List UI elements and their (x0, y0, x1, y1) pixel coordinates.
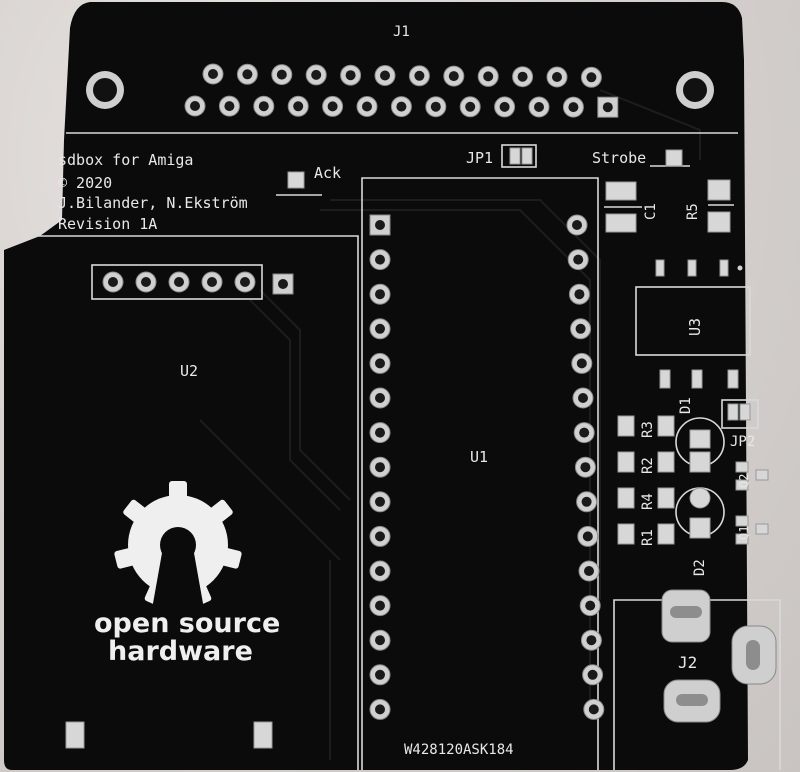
j1-pad-hole (224, 101, 235, 112)
u2-pad-hole (240, 277, 250, 287)
mounting-holes (86, 71, 714, 109)
j1-pad-hole (483, 71, 494, 82)
j1-pad-hole (602, 102, 613, 113)
u1-pad-hole (375, 669, 385, 680)
u1-pad-hole (588, 704, 599, 715)
j1-label: J1 (393, 24, 410, 40)
smd-pads (65, 147, 769, 749)
u1-pad-hole (375, 323, 385, 334)
u1-pad-hole (575, 323, 586, 334)
u1-pad-hole (375, 393, 385, 403)
j1-pad-hole (448, 71, 459, 82)
gear-keyhole-icon (114, 481, 242, 609)
j1-pad-hole (517, 71, 528, 82)
j1-pad-hole (345, 70, 356, 81)
u1-pad-hole (375, 635, 385, 646)
u1-pad-hole (586, 635, 597, 646)
u1-pad-hole (582, 531, 593, 542)
silkscreen-text: J1 JP1 Ack Strobe sdbox for Amiga © 2020… (58, 24, 755, 758)
u1-pad-hole (375, 254, 385, 265)
j1-pad-hole (499, 101, 510, 112)
u1-pad-hole (375, 358, 385, 369)
u1-pad-hole (587, 669, 598, 680)
strobe-label: Strobe (592, 149, 646, 167)
r1-label: R1 (640, 529, 656, 546)
j1-pad-hole (396, 101, 407, 112)
r4-label: R4 (640, 493, 656, 510)
u1-pad-hole (375, 600, 385, 611)
jp2-label: JP2 (730, 434, 755, 450)
u1-pad-hole (581, 496, 592, 507)
u2-pad-hole (108, 277, 118, 287)
u1-pad-hole (375, 531, 385, 542)
j2-label: J2 (678, 653, 697, 672)
r2-label: R2 (640, 457, 656, 474)
info-line-3: J.Bilander, N.Ekström (58, 194, 248, 212)
u1-pad-hole (579, 427, 590, 438)
j1-pad-hole (465, 101, 476, 112)
j1-pad-hole (327, 101, 338, 112)
u1-pad-hole (375, 704, 385, 715)
j1-pad-hole (362, 101, 372, 112)
u2-pad-hole (141, 277, 151, 287)
j1-pad-hole (414, 70, 425, 81)
ack-label: Ack (314, 164, 341, 182)
u1-pad-hole (576, 358, 587, 369)
d2-label: D2 (692, 559, 708, 576)
oshw-line-2: hardware (108, 636, 253, 667)
j1-pad-hole (534, 102, 544, 112)
u1-pad-hole (375, 289, 385, 300)
u3-label: U3 (686, 318, 704, 336)
oshw-line-1: open source (94, 608, 280, 639)
u2-pad-hole (207, 277, 217, 287)
j1-pad-hole (311, 69, 322, 80)
j1-pad-hole (190, 101, 200, 111)
u1-pad-hole (375, 566, 385, 576)
u1-pad-hole (574, 289, 585, 300)
j1-pad-hole (430, 101, 441, 112)
j1-pad-hole (293, 101, 304, 112)
u2-label: U2 (180, 362, 198, 380)
u1-pad-hole (572, 220, 582, 230)
d1-label: D1 (678, 397, 694, 414)
j1-pad-hole (586, 72, 597, 83)
r5-label: R5 (685, 203, 701, 220)
serial-number: W428120ASK184 (404, 742, 514, 758)
u1-pad-hole (375, 496, 385, 507)
jp1-label: JP1 (466, 149, 493, 167)
j1-pad-hole (258, 101, 269, 112)
pads-layer (102, 63, 619, 720)
j1-pad-hole (242, 69, 253, 80)
u1-pad-hole (375, 462, 385, 473)
u1-pad-hole (578, 393, 588, 403)
j1-pad-hole (380, 70, 390, 81)
u1-label: U1 (470, 448, 488, 466)
u1-pad-hole (580, 462, 591, 473)
u2-pad-hole (174, 277, 184, 287)
j1-pad-hole (276, 69, 287, 80)
q1-label: Q1 (737, 526, 751, 540)
j2-slotted-pads (661, 589, 777, 723)
info-line-1: sdbox for Amiga (58, 151, 193, 169)
u1-pad-hole (584, 566, 594, 576)
info-line-4: Revision 1A (58, 215, 157, 233)
j1-pad-hole (552, 72, 562, 82)
u2-pad-hole (278, 279, 288, 289)
r3-label: R3 (640, 421, 656, 438)
c1-label: C1 (643, 203, 659, 220)
u1-pad-hole (585, 600, 596, 611)
info-line-2: © 2020 (58, 174, 112, 192)
j1-pad-hole (208, 69, 218, 79)
q2-label: Q2 (737, 474, 751, 488)
u1-pad-hole (573, 254, 584, 265)
j1-pad-hole (568, 102, 579, 113)
u1-pad-hole (375, 220, 385, 230)
u1-pad-hole (375, 427, 385, 438)
